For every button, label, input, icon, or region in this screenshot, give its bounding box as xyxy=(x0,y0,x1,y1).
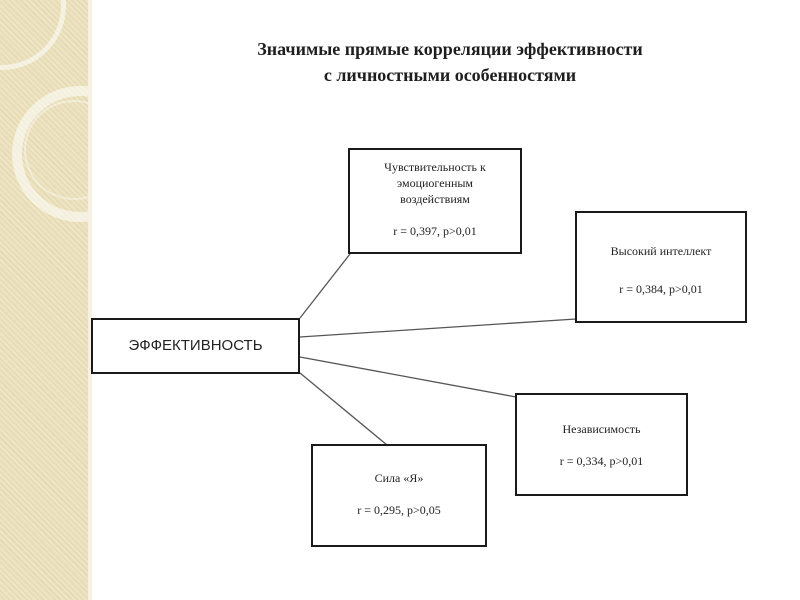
independence-node: Независимость r = 0,334, p>0,01 xyxy=(515,393,688,496)
intellect-correlation: r = 0,384, p>0,01 xyxy=(619,282,703,296)
sensitivity-correlation: r = 0,397, p>0,01 xyxy=(393,224,477,238)
independence-correlation: r = 0,334, p>0,01 xyxy=(559,454,644,468)
slide-title-line-1: Значимые прямые корреляции эффективности xyxy=(257,39,643,59)
independence-label: Независимость xyxy=(562,422,641,436)
ego-strength-node: Сила «Я» r = 0,295, p>0,05 xyxy=(311,444,487,547)
connector-to-ego-strength xyxy=(299,372,388,446)
slide-title-line-2: с личностными особенностями xyxy=(323,65,577,85)
decorative-side-panel xyxy=(0,0,88,600)
effectiveness-label: ЭФФЕКТИВНОСТЬ xyxy=(128,337,263,354)
effectiveness-node: ЭФФЕКТИВНОСТЬ xyxy=(91,318,300,374)
intellect-node: Высокий интеллект r = 0,384, p>0,01 xyxy=(575,211,747,323)
connector-to-sensitivity xyxy=(299,253,351,319)
intellect-label: Высокий интеллект xyxy=(610,244,712,258)
ego-strength-label: Сила «Я» xyxy=(374,471,424,485)
ego-strength-correlation: r = 0,295, p>0,05 xyxy=(357,503,441,517)
connector-to-independence xyxy=(299,356,517,398)
sensitivity-label: Чувствительность к эмоциогенным воздейст… xyxy=(384,160,486,206)
connector-to-intellect xyxy=(299,318,577,338)
sensitivity-node: Чувствительность к эмоциогенным воздейст… xyxy=(348,148,522,254)
slide-title: Значимые прямые корреляции эффективности… xyxy=(130,36,770,88)
side-panel-edge xyxy=(88,0,92,600)
